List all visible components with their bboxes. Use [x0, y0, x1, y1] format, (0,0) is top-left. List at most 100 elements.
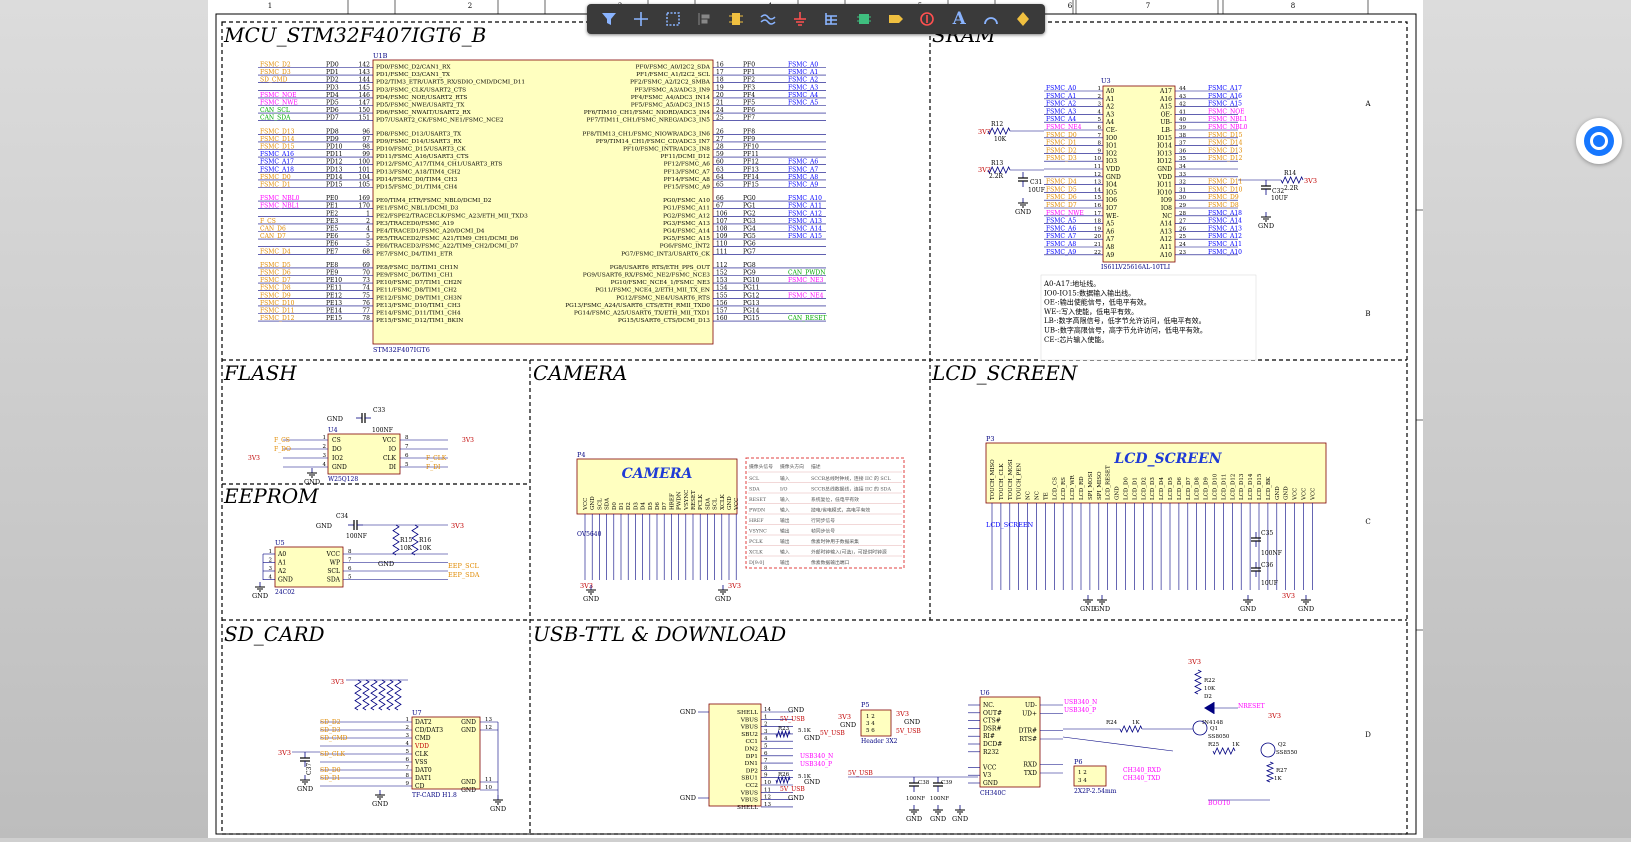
mcu-pin-number: 147: [359, 100, 371, 107]
lcd-pin-name: TOUCH_MISO: [990, 459, 996, 500]
mcu-net-label: FSMC_NWE: [260, 100, 298, 107]
mcu-pin-number: 64: [716, 174, 724, 181]
mcu-pin-number: 69: [362, 262, 370, 269]
usb-pin-name: DN1: [745, 761, 758, 767]
mcu-net-label: FSMC_D3: [260, 69, 291, 76]
pullup-resistor: [379, 680, 385, 710]
c35-value: 100NF: [1261, 550, 1282, 557]
power-label: 3V3: [1188, 658, 1201, 666]
ch340-pin-name: VCC: [982, 764, 997, 771]
arc-tool-button[interactable]: [979, 7, 1003, 31]
mcu-net-label: F_CS: [260, 218, 276, 225]
sram-pin-number: 25: [1179, 234, 1186, 240]
power-tool-button[interactable]: [1011, 7, 1035, 31]
arc-icon: [982, 10, 1000, 28]
net-label-usb340-n: USB340_N: [800, 753, 833, 760]
mcu-pin-name: PE8: [326, 262, 338, 269]
r25-ref: R25: [1208, 742, 1220, 748]
gnd-label: GND: [952, 815, 968, 823]
mcu-ref: U1B: [373, 52, 388, 60]
crosshair-tool-button[interactable]: [629, 7, 653, 31]
usb-pin-name: SHELL: [737, 710, 758, 716]
mcu-net-label: CAN_PWDN: [788, 270, 825, 277]
mcu-pin-name: PF0: [743, 62, 755, 69]
mcu-pin-name: PG4: [743, 226, 756, 233]
mcu-net-label: FSMC_A7: [788, 166, 818, 173]
eeprom-pin-number: 5: [348, 575, 352, 581]
mcu-pin-function: PD0/FSMC_D2/CAN1_RX: [376, 65, 451, 71]
floating-toolbar: A: [587, 4, 1045, 34]
bus-tool-button[interactable]: [820, 7, 844, 31]
sram-net-label: FSMC_A8: [1046, 241, 1076, 248]
lcd-pin-name: LCD_D8: [1195, 477, 1201, 500]
mcu-net-label: FSMC_D8: [260, 285, 291, 292]
net-label-nreset: NRESET: [1238, 703, 1265, 710]
u6-ref: U6: [980, 689, 990, 697]
mcu-pin-function: PF15/FSMC_A9: [664, 185, 711, 191]
gnd-label: GND: [316, 522, 332, 530]
ground-tool-button[interactable]: [788, 7, 812, 31]
mcu-pin-function: PD10/FSMC_D15/USART3_CK: [376, 147, 466, 153]
sram-pin-name: A17: [1159, 88, 1172, 95]
sram-note-text: A0-A17:地址线。: [1043, 279, 1100, 288]
mcu-pin-name: PF6: [743, 107, 755, 114]
mcu-pin-number: 101: [359, 166, 370, 173]
sram-net-label: FSMC_D13: [1208, 147, 1243, 154]
mcu-pin-function: PE11/FSMC_D8/TIM1_CH2: [376, 288, 457, 294]
filter-tool-button[interactable]: [597, 7, 621, 31]
mcu-pin-number: 96: [362, 128, 370, 135]
ch340-pin-name: R232: [983, 749, 999, 756]
sram-net-label: FSMC_A0: [1046, 85, 1076, 92]
gnd-label: GND: [378, 560, 394, 568]
lcd-pin-name: LCD_D13: [1239, 473, 1245, 500]
chip-tool-button[interactable]: [852, 7, 876, 31]
gnd-label: GND: [1015, 208, 1031, 216]
pullup-resistor: [387, 680, 393, 710]
text-tool-button[interactable]: A: [947, 7, 971, 31]
bus-icon: [823, 10, 841, 28]
usb-pin-name: VBUS: [740, 725, 758, 731]
component-tool-button[interactable]: [724, 7, 748, 31]
mcu-pin-name: PG2: [743, 210, 756, 217]
mcu-pin-function: PE5/TRACED2/FSMC_A21/TIM9_CH1/DCMI_D6: [376, 236, 519, 242]
net-label-5v-usb: 5V_USB: [896, 728, 921, 735]
net-label-tool-button[interactable]: [884, 7, 908, 31]
help-chat-button[interactable]: [1576, 118, 1622, 164]
mcu-net-label: FSMC_D7: [260, 277, 291, 284]
border-column-label: 8: [1291, 2, 1295, 10]
camera-table-cell: HREF: [749, 518, 764, 524]
sram-pin-name: IO3: [1106, 158, 1117, 165]
align-icon: [695, 10, 713, 28]
eeprom-pin-name: A2: [277, 568, 286, 575]
mcu-net-label: CAN_D6: [260, 226, 286, 233]
camera-table-cell: 帧同步信号: [811, 528, 835, 535]
mcu-pin-function: PE9/FSMC_D6/TIM1_CH1: [376, 273, 453, 279]
camera-pin-name: VCC: [734, 498, 740, 511]
mcu-pin-number: 63: [716, 166, 724, 173]
select-rect-tool-button[interactable]: [661, 7, 685, 31]
mcu-pin-number: 18: [716, 77, 724, 84]
camera-pin-name: VCC: [583, 498, 589, 511]
mcu-pin-function: PG8/USART6_RTS/ETH_PPS_OUT: [610, 265, 710, 271]
camera-table-cell: 输入: [780, 549, 790, 556]
power-label: 3V3: [1304, 177, 1317, 185]
sram-part: IS61LV25616AL-10TLI: [1101, 264, 1171, 271]
schematic-sheet[interactable]: 12345678AABBCCDDMCU_STM32F407IGT6_BSRAMF…: [208, 0, 1423, 838]
wire-tool-button[interactable]: [756, 7, 780, 31]
mcu-net-label: FSMC_D1: [260, 182, 291, 189]
gnd-label: GND: [1094, 605, 1110, 613]
mcu-pin-number: 66: [716, 195, 724, 202]
port-tool-button[interactable]: [915, 7, 939, 31]
mcu-pin-name: PD0: [326, 62, 339, 69]
align-tool-button[interactable]: [692, 7, 716, 31]
sram-net-label: FSMC_NBL1: [1208, 116, 1247, 123]
camera-table-cell: 掉电/省电模式，高电平有效: [811, 507, 870, 514]
lcd-pin-name: LCD_CS: [1052, 477, 1058, 500]
eeprom-pin-name: SCL: [327, 568, 340, 575]
sram-pin-name: A12: [1159, 236, 1172, 243]
gnd-label: GND: [804, 734, 820, 742]
lcd-pin-name: LCD_D14: [1248, 473, 1254, 500]
sram-net-label: FSMC_NE4: [1046, 124, 1082, 131]
sram-pin-name: A1: [1105, 96, 1114, 103]
